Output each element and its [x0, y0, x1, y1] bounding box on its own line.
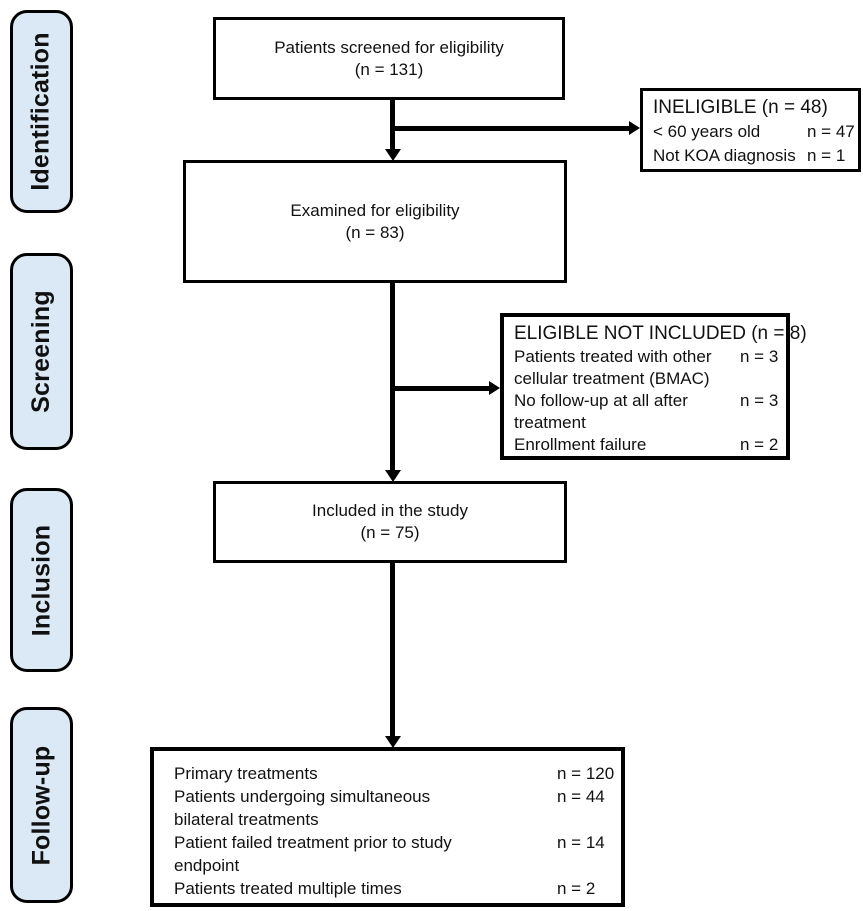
stage-followup: Follow-up [10, 707, 73, 903]
examined-box: Examined for eligibility (n = 83) [183, 160, 567, 283]
criteria-count: n = 3 [740, 391, 779, 410]
examined-box-line1: Examined for eligibility [290, 200, 460, 220]
connector-examined-to-included [390, 283, 395, 471]
criteria-count: n = 47 [807, 122, 855, 141]
followup-count: n = 14 [557, 833, 605, 852]
connector-branch-to-eligible-not-included [392, 386, 490, 391]
followup-count: n = 44 [557, 787, 605, 806]
criteria-label: Not KOA diagnosis [653, 146, 796, 165]
criteria-row: Enrollment failure n = 2 [514, 434, 780, 456]
connector-branch-to-ineligible [392, 126, 632, 131]
eligible-not-included-box: ELIGIBLE NOT INCLUDED (n = 8) Patients t… [500, 313, 807, 460]
followup-row: Patients undergoing simultaneous bilater… [174, 785, 611, 831]
stage-screening: Screening [10, 253, 73, 450]
included-box-line1: Included in the study [312, 501, 468, 520]
criteria-label: < 60 years old [653, 122, 761, 141]
followup-count: n = 2 [557, 879, 596, 898]
criteria-row: Patients treated with other cellular tre… [514, 346, 780, 390]
stage-identification-label: Identification [27, 32, 56, 191]
arrowhead-down-icon [385, 470, 401, 482]
ineligible-box: INELIGIBLE (n = 48) < 60 years old n = 4… [640, 88, 861, 172]
screened-box-count: (n = 131) [354, 59, 424, 79]
followup-label: Patient failed treatment prior to study … [174, 833, 452, 875]
connector-screened-to-examined [390, 98, 395, 151]
criteria-label: No follow-up at all after treatment [514, 391, 688, 432]
arrowhead-right-icon [629, 121, 640, 135]
criteria-label: Enrollment failure [514, 435, 647, 454]
followup-row: Patients treated multiple times n = 2 [174, 877, 611, 900]
criteria-label: Patients treated with other cellular tre… [514, 347, 712, 388]
followup-count: n = 120 [557, 764, 615, 783]
screened-box-line1: Patients screened for eligibility [274, 37, 504, 57]
criteria-count: n = 1 [807, 146, 846, 165]
included-box-count: (n = 75) [360, 523, 420, 542]
criteria-row: < 60 years old n = 47 [653, 120, 855, 144]
stage-followup-label: Follow-up [27, 745, 56, 865]
arrowhead-down-icon [385, 149, 401, 161]
stage-screening-label: Screening [27, 290, 55, 413]
criteria-row: No follow-up at all after treatment n = … [514, 390, 780, 434]
examined-box-count: (n = 83) [345, 222, 405, 242]
ineligible-box-title: INELIGIBLE (n = 48) [653, 97, 828, 118]
included-box: Included in the study (n = 75) [213, 481, 567, 563]
followup-label: Patients treated multiple times [174, 879, 402, 898]
stage-identification: Identification [10, 10, 73, 213]
followup-box: Primary treatments n = 120 Patients unde… [150, 747, 625, 907]
followup-row: Patient failed treatment prior to study … [174, 831, 611, 877]
stage-inclusion: Inclusion [10, 488, 73, 672]
criteria-count: n = 3 [740, 347, 779, 366]
criteria-row: Not KOA diagnosis n = 1 [653, 144, 852, 168]
connector-included-to-followup [390, 563, 395, 737]
stage-inclusion-label: Inclusion [27, 524, 55, 636]
screened-box: Patients screened for eligibility (n = 1… [213, 17, 565, 100]
eligible-not-included-box-title: ELIGIBLE NOT INCLUDED (n = 8) [514, 323, 807, 344]
arrowhead-down-icon [385, 736, 401, 748]
followup-label: Primary treatments [174, 764, 318, 783]
followup-row: Primary treatments n = 120 [174, 762, 615, 785]
criteria-count: n = 2 [740, 435, 779, 454]
followup-label: Patients undergoing simultaneous bilater… [174, 787, 431, 829]
arrowhead-right-icon [489, 381, 500, 395]
